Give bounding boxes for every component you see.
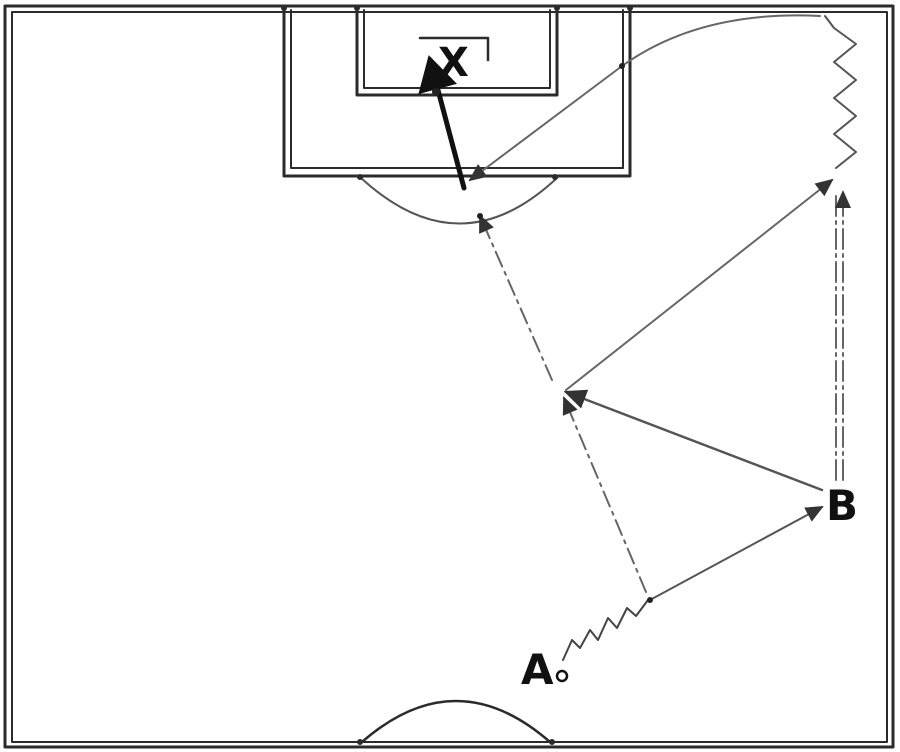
drive-to-basket bbox=[418, 55, 467, 191]
free-throw-arc bbox=[359, 176, 559, 225]
pass-mid-to-corner bbox=[565, 178, 834, 391]
center-circle-arc bbox=[360, 699, 552, 744]
backboard-bracket bbox=[418, 36, 490, 62]
player-a-marker bbox=[555, 669, 569, 683]
pass-to-b bbox=[649, 506, 824, 601]
lob-pass bbox=[468, 14, 821, 182]
player-a-label: A bbox=[521, 645, 554, 694]
tick-marks bbox=[281, 5, 633, 745]
pass-b-to-mid bbox=[563, 389, 824, 492]
cut-path-upper bbox=[479, 214, 553, 381]
player-b-label: B bbox=[826, 481, 858, 530]
defender-label: X bbox=[438, 40, 469, 86]
cut-path-lower bbox=[562, 396, 647, 593]
dribble-path-a bbox=[562, 599, 649, 661]
free-throw-lane bbox=[282, 6, 632, 178]
b-cut-path bbox=[835, 190, 851, 481]
path-dots bbox=[432, 63, 653, 603]
court-boundary bbox=[3, 4, 895, 749]
dribble-path-right bbox=[824, 15, 857, 169]
